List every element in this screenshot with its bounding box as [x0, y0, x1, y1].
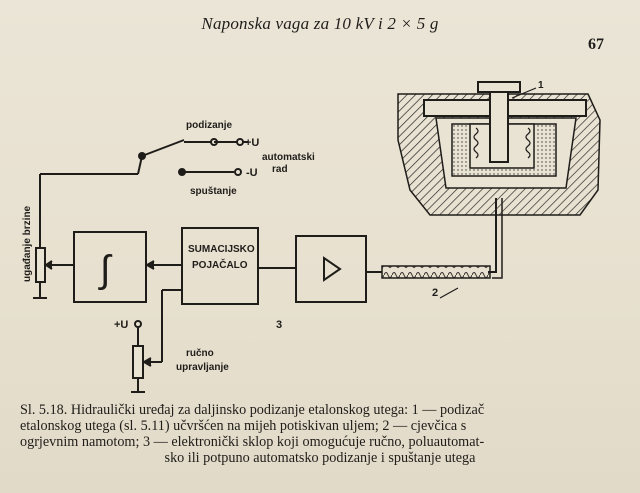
label-3: 3 — [276, 319, 282, 331]
caption-line: sko ili potpuno automatsko podizanje i s… — [164, 450, 476, 466]
label-upravljanje: upravljanje — [176, 362, 229, 373]
figure-caption: Sl. 5.18. Hidraulički uređaj za daljinsk… — [20, 402, 620, 466]
heated-tube — [381, 198, 503, 279]
page-number: 67 — [588, 36, 604, 53]
caption-line: Sl. 5.18. Hidraulički uređaj za daljinsk… — [20, 402, 485, 418]
label-spustanje: spuštanje — [190, 186, 237, 197]
label-plus-u-bottom: +U — [114, 319, 128, 331]
mode-switch — [39, 138, 248, 210]
label-sumacijsko: SUMACIJSKO — [188, 244, 255, 255]
hydraulic-lifter — [397, 81, 601, 216]
amplifier-block — [295, 235, 367, 303]
caption-line: etalonskog utega (sl. 5.11) učvršćen na … — [20, 418, 467, 434]
label-podizanje: podizanje — [186, 120, 233, 131]
label-1: 1 — [538, 80, 544, 91]
speed-potentiometer — [33, 210, 74, 299]
label-rucno: ručno — [186, 348, 214, 359]
manual-potentiometer — [131, 289, 182, 393]
label-pojacalo: POJAČALO — [192, 258, 248, 271]
integrator-symbol: ∫ — [98, 249, 113, 291]
label-minus-u: -U — [246, 167, 258, 179]
integrator-block — [73, 231, 147, 303]
label-2: 2 — [432, 287, 438, 299]
label-ugadanje-brzine: ugađanje brzine — [22, 205, 33, 282]
label-plus-u-top: +U — [245, 137, 259, 149]
label-rad: rad — [272, 164, 288, 175]
figure-diagram: podizanje +U automatski rad -U spuštanje… — [22, 80, 601, 393]
amplifier-triangle-icon — [323, 256, 342, 282]
label-automatski: automatski — [262, 152, 315, 163]
caption-line: ogrjevnim namotom; 3 — elektronički sklo… — [20, 434, 485, 450]
running-head: Naponska vaga za 10 kV i 2 × 5 g — [201, 14, 439, 33]
